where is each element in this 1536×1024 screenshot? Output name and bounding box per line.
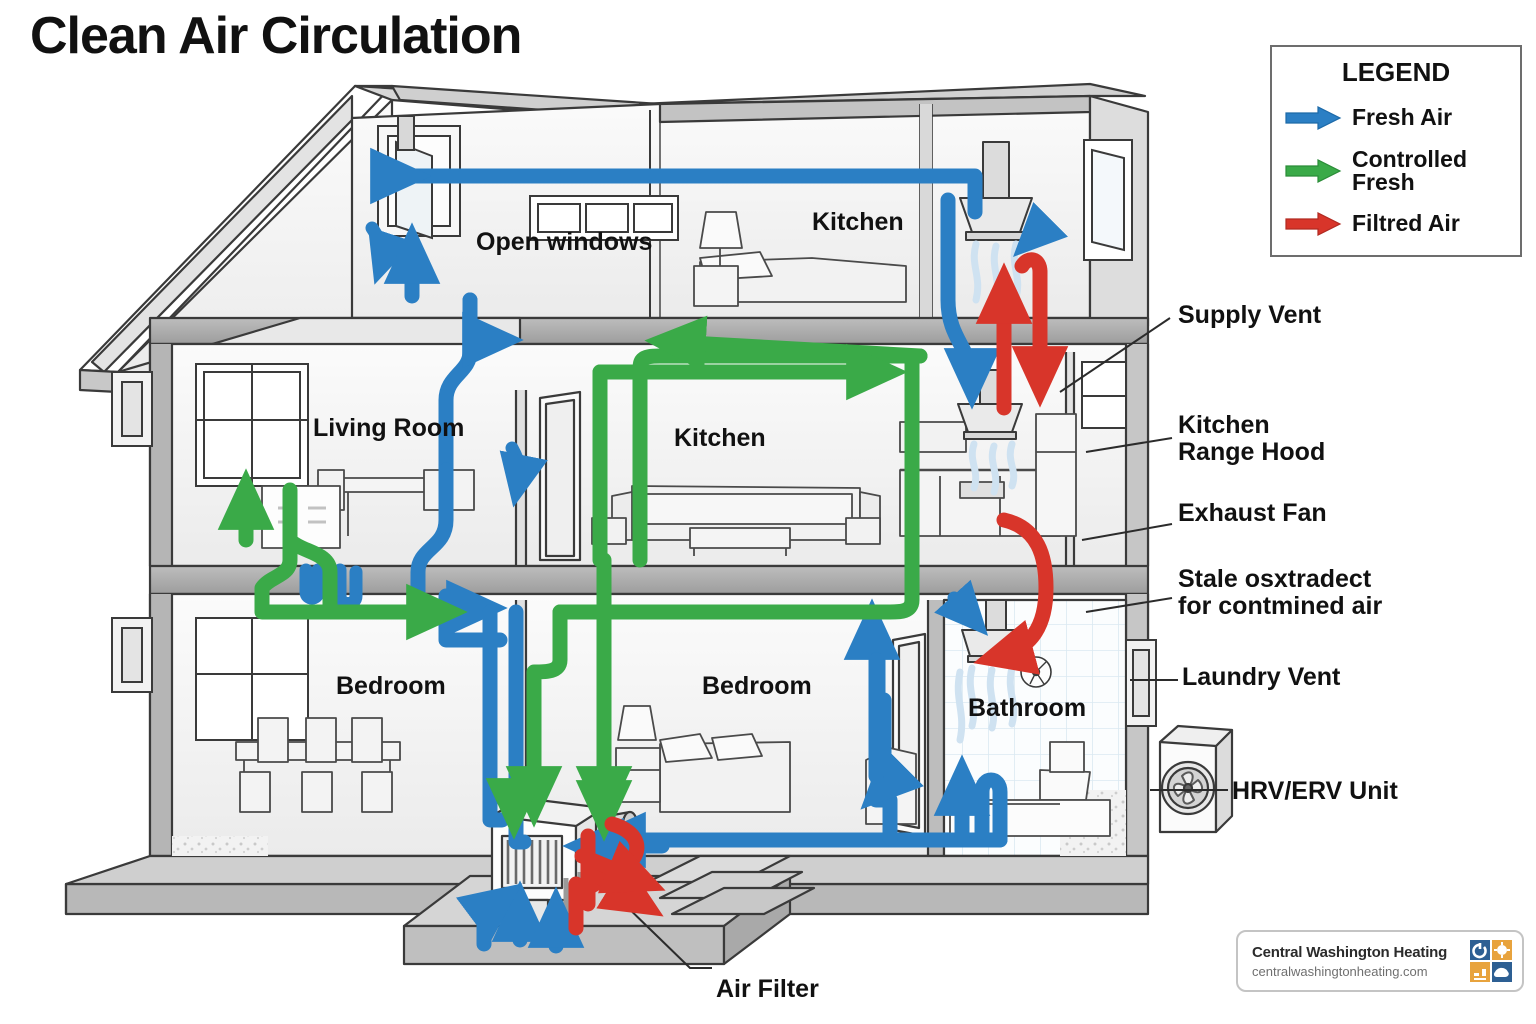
room-label-kitchen-main: Kitchen (674, 424, 766, 452)
callout-supply-vent: Supply Vent (1178, 302, 1321, 329)
callout-laundry-vent: Laundry Vent (1182, 664, 1340, 691)
legend-label-controlled-fresh-line1: Controlled (1352, 145, 1467, 172)
brand-name: Central Washington Heating (1252, 943, 1448, 961)
room-label-kitchen-attic: Kitchen (812, 208, 904, 236)
callout-stale-extract-line1: Stale osxtradect (1178, 565, 1372, 593)
brand-box: Central Washington Heating centralwashin… (1236, 930, 1524, 992)
brand-text: Central Washington Heating centralwashin… (1238, 944, 1469, 979)
room-label-bedroom-left: Bedroom (336, 672, 446, 700)
callout-stale-extract-line2: for contmined air (1178, 592, 1383, 620)
legend-box: LEGEND Fresh Air Controlled Fresh (1270, 45, 1522, 257)
callout-exhaust-fan-line1: Exhaust Fan (1178, 499, 1327, 527)
callout-kitchen-range-hood: Kitchen Range Hood (1178, 412, 1325, 466)
room-label-bedroom-right: Bedroom (702, 672, 812, 700)
legend-label-controlled-fresh: Controlled Fresh (1352, 145, 1467, 195)
callout-air-filter-line1: Air Filter (716, 975, 819, 1003)
legend-rows: Fresh Air Controlled Fresh Filtred Air (1272, 96, 1520, 246)
callout-hrv-erv-unit: HRV/ERV Unit (1232, 778, 1398, 805)
legend-title: LEGEND (1341, 57, 1451, 87)
legend-label-controlled-fresh-line2: Fresh (1352, 169, 1415, 195)
room-label-bathroom: Bathroom (968, 694, 1087, 722)
company-logo-icon (1470, 940, 1512, 982)
arrow-right-icon (1285, 212, 1342, 236)
callout-exhaust-fan: Exhaust Fan (1178, 500, 1327, 527)
legend-row-controlled-fresh: Controlled Fresh (1272, 140, 1520, 202)
room-label-open-windows: Open windows (476, 228, 653, 256)
callout-hrv-erv-line1: HRV/ERV Unit (1232, 777, 1398, 805)
brand-url: centralwashingtonheating.com (1252, 963, 1428, 979)
callout-range-hood-line1: Kitchen (1178, 411, 1270, 439)
callout-stale-extract: Stale osxtradect for contmined air (1178, 566, 1382, 620)
legend-row-fresh-air: Fresh Air (1272, 96, 1520, 140)
arrow-right-icon (1285, 159, 1342, 183)
arrow-right-icon (1285, 106, 1342, 130)
legend-label-filtred-air: Filtred Air (1352, 210, 1460, 237)
callout-laundry-vent-line1: Laundry Vent (1182, 663, 1341, 691)
callout-air-filter: Air Filter (716, 976, 819, 1003)
callout-range-hood-line2: Range Hood (1178, 438, 1326, 466)
legend-label-fresh-air: Fresh Air (1352, 104, 1453, 131)
room-label-living-room: Living Room (313, 414, 465, 442)
page-title: Clean Air Circulation (30, 7, 522, 65)
callout-supply-vent-line1: Supply Vent (1178, 301, 1322, 329)
legend-row-filtred-air: Filtred Air (1272, 202, 1520, 246)
